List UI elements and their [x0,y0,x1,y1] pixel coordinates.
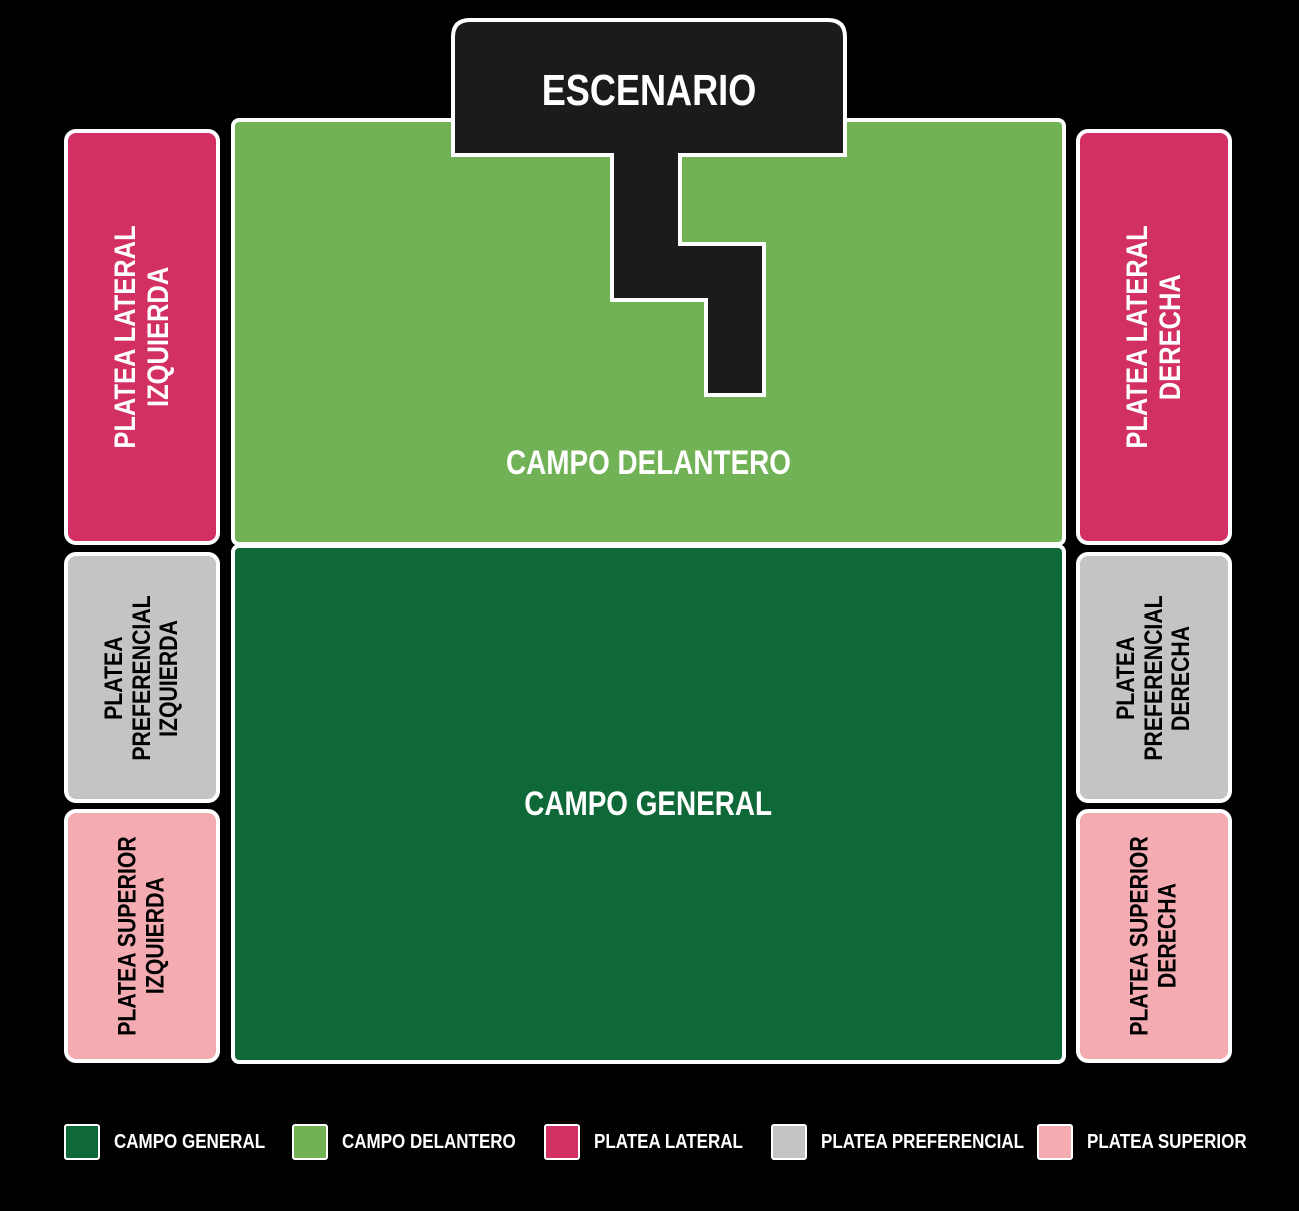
legend-label: CAMPO GENERAL [114,1130,266,1153]
legend-label: PLATEA LATERAL [594,1130,743,1153]
stage-seam [614,146,678,160]
legend-label: PLATEA SUPERIOR [1087,1130,1247,1153]
legend-label: CAMPO DELANTERO [342,1130,516,1153]
zone-campo-general-label: CAMPO GENERAL [524,784,773,823]
legend-label: PLATEA PREFERENCIAL [821,1130,1025,1153]
legend-swatch [64,1124,100,1160]
legend-swatch [771,1124,807,1160]
label-line-2: PREFERENCIAL [1139,594,1168,761]
label-line-2: DERECHA [1153,883,1181,989]
zone-platea-preferencial-izquierda[interactable]: PLATEA PREFERENCIAL IZQUIERDA [64,552,220,803]
zone-platea-preferencial-derecha[interactable]: PLATEA PREFERENCIAL DERECHA [1076,552,1232,803]
legend-item-platea-preferencial: PLATEA PREFERENCIAL [771,1121,1060,1163]
stage-runway[interactable] [610,148,766,397]
zone-platea-preferencial-izquierda-label: PLATEA PREFERENCIAL IZQUIERDA [99,580,184,774]
zone-platea-lateral-derecha-label: PLATEA LATERAL DERECHA [1121,206,1187,469]
legend-item-campo-delantero: CAMPO DELANTERO [292,1121,546,1163]
zone-platea-preferencial-derecha-label: PLATEA PREFERENCIAL DERECHA [1111,580,1196,774]
label-line-2: IZQUIERDA [142,266,175,408]
label-line-2: IZQUIERDA [141,877,169,995]
label-line-3: IZQUIERDA [154,619,183,736]
legend-swatch [292,1124,328,1160]
label-line-1: PLATEA SUPERIOR [1125,836,1154,1036]
zone-platea-superior-izquierda[interactable]: PLATEA SUPERIOR IZQUIERDA [64,809,220,1063]
label-line-3: DERECHA [1166,624,1195,731]
zone-platea-superior-izquierda-label: PLATEA SUPERIOR IZQUIERDA [113,819,170,1054]
zone-platea-lateral-izquierda-label: PLATEA LATERAL IZQUIERDA [109,206,175,469]
label-line-1: PLATEA SUPERIOR [113,836,142,1036]
zone-campo-delantero-label: CAMPO DELANTERO [505,444,792,482]
label-line-2: PREFERENCIAL [127,594,156,761]
label-line-1: PLATEA [1111,635,1140,720]
zone-campo-general[interactable]: CAMPO GENERAL [231,544,1066,1064]
label-line-1: PLATEA LATERAL [109,225,142,449]
legend-item-campo-general: CAMPO GENERAL [64,1121,292,1163]
zone-platea-superior-derecha[interactable]: PLATEA SUPERIOR DERECHA [1076,809,1232,1063]
legend-swatch [544,1124,580,1160]
legend-item-platea-superior: PLATEA SUPERIOR [1037,1121,1275,1163]
legend-item-platea-lateral: PLATEA LATERAL [544,1121,769,1163]
legend-swatch [1037,1124,1073,1160]
stage-label: ESCENARIO [541,66,757,115]
zone-platea-lateral-izquierda[interactable]: PLATEA LATERAL IZQUIERDA [64,129,220,545]
stage-platform[interactable] [451,18,847,157]
zone-platea-lateral-derecha[interactable]: PLATEA LATERAL DERECHA [1076,129,1232,545]
zone-platea-superior-derecha-label: PLATEA SUPERIOR DERECHA [1125,819,1182,1054]
label-line-1: PLATEA [99,635,128,720]
label-line-1: PLATEA LATERAL [1121,225,1154,449]
label-line-2: DERECHA [1154,273,1187,401]
